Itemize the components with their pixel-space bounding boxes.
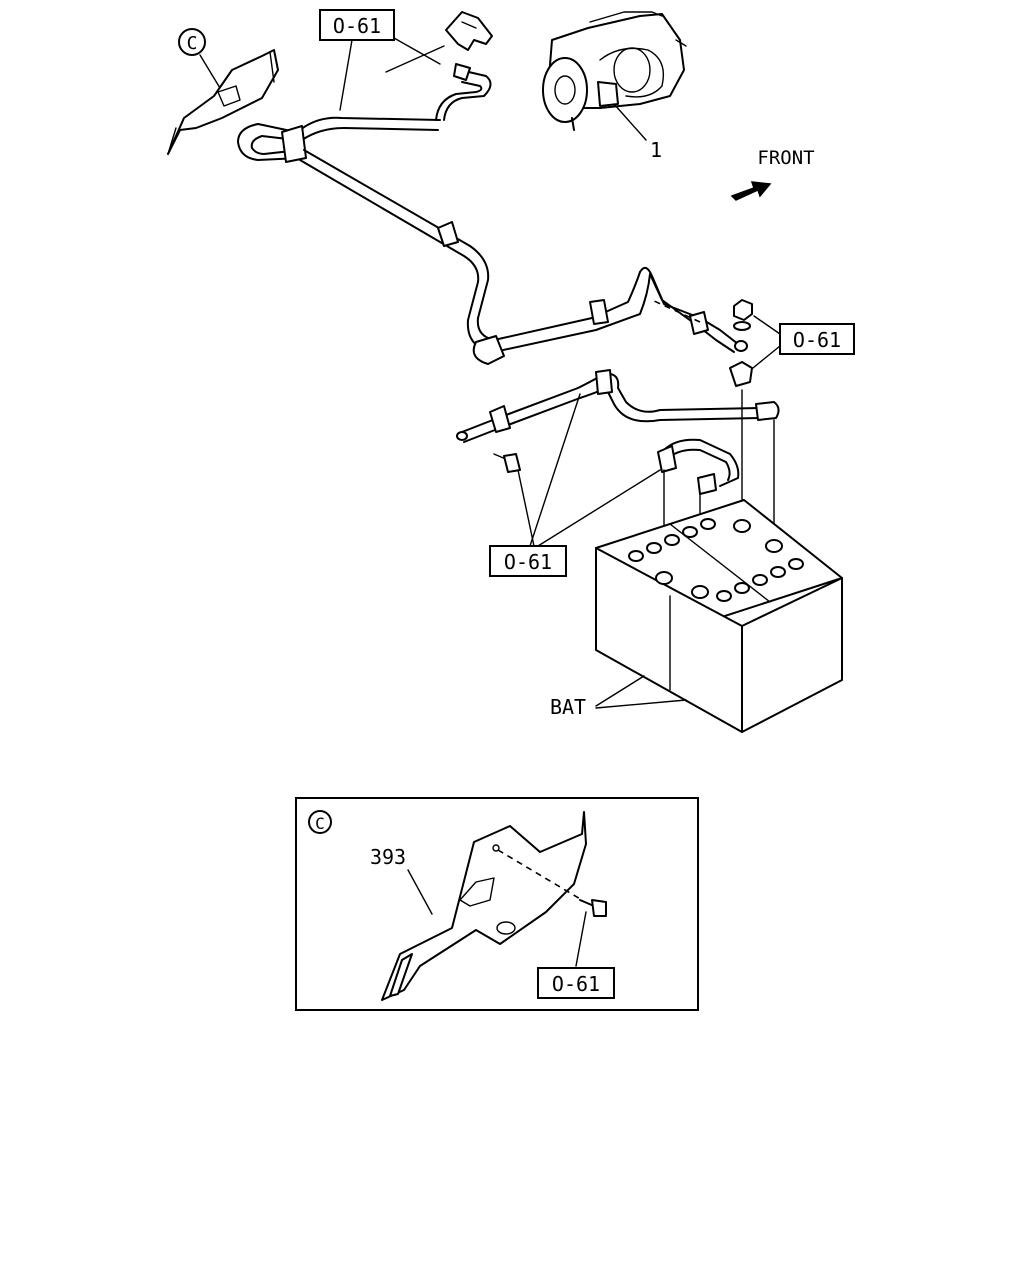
leader-battery-1 xyxy=(595,675,645,707)
leader-top-2 xyxy=(393,37,441,65)
battery-label: BAT xyxy=(550,695,586,719)
main-harness-cable xyxy=(237,116,748,365)
clip-top-connector xyxy=(445,11,493,51)
leader-top-1 xyxy=(339,39,353,111)
bolt-detail xyxy=(579,899,607,917)
battery-terminals xyxy=(655,519,783,599)
ref-box-mid: O-61 xyxy=(489,545,567,577)
part-label-starter: 1 xyxy=(650,138,662,162)
battery-cell-caps xyxy=(628,518,804,602)
leader-right-2 xyxy=(747,345,781,373)
ref-box-detail: O-61 xyxy=(537,967,615,999)
callout-c-letter: C xyxy=(187,33,198,54)
callout-c-detail-letter: C xyxy=(315,814,325,833)
bolt-axis-line xyxy=(497,849,583,901)
battery-cable xyxy=(456,369,780,495)
leader-mid-2 xyxy=(517,469,535,547)
callout-c-detail-marker: C xyxy=(308,810,332,834)
ref-label-right: O-61 xyxy=(793,328,841,352)
starter-motor xyxy=(542,11,687,131)
bracket-small xyxy=(167,49,279,155)
callout-c-marker: C xyxy=(178,28,206,56)
leader-battery-2 xyxy=(595,699,687,709)
ref-box-right: O-61 xyxy=(779,323,855,355)
ref-label-mid: O-61 xyxy=(504,550,552,574)
battery xyxy=(595,499,843,733)
bracket-detail xyxy=(381,811,587,1001)
wire-thin-top xyxy=(385,45,445,73)
leader-mid-1 xyxy=(529,393,581,547)
ref-label-detail: O-61 xyxy=(552,972,600,996)
ref-box-top: O-61 xyxy=(319,9,395,41)
part-label-bracket: 393 xyxy=(370,845,406,869)
front-label: FRONT xyxy=(757,147,814,169)
ref-label-top: O-61 xyxy=(333,14,381,38)
cable-terminal-top xyxy=(435,63,492,121)
leader-detail-bolt xyxy=(575,911,587,967)
leader-starter xyxy=(613,103,647,141)
leader-mid-3 xyxy=(537,469,661,547)
leader-right-1 xyxy=(753,315,781,335)
front-arrow-icon xyxy=(730,181,772,201)
nut-washer-parts xyxy=(729,299,753,387)
leader-bracket xyxy=(407,869,433,915)
